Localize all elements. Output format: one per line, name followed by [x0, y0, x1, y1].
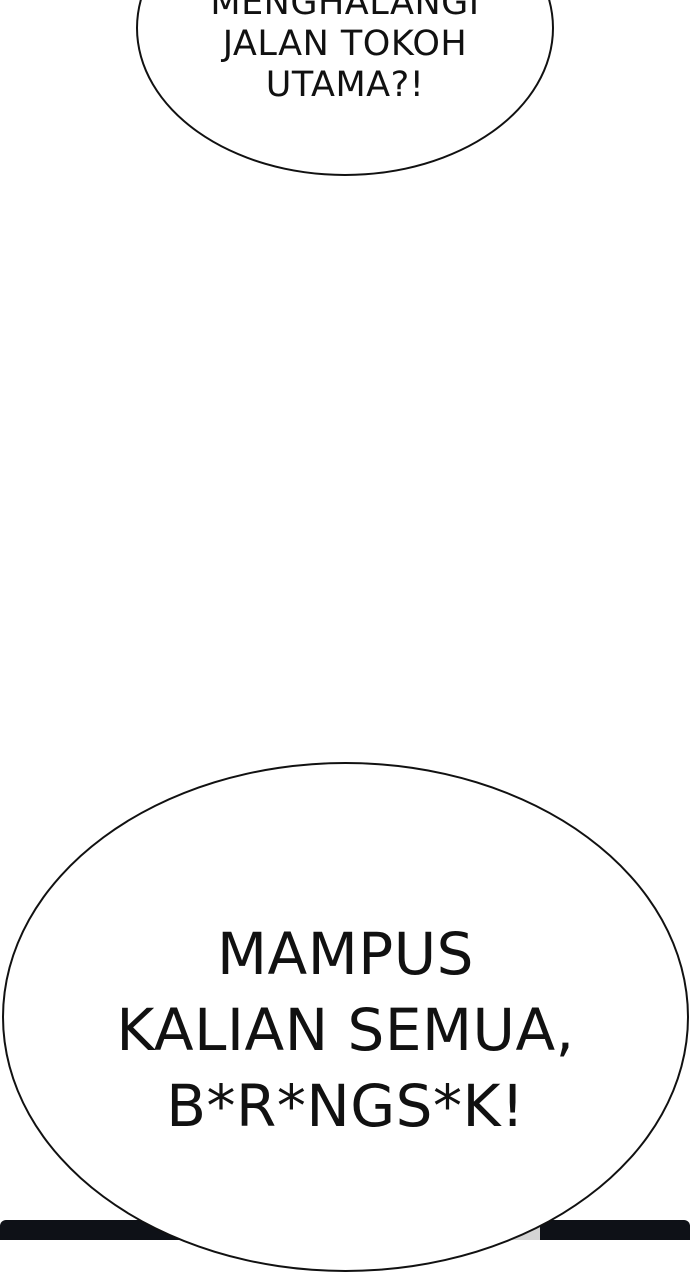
speech-line: KALIAN SEMUA,	[116, 996, 575, 1064]
speech-line: JALAN TOKOH	[222, 24, 468, 64]
speech-bubble-top: MENGHALANGI JALAN TOKOH UTAMA?!	[136, 0, 554, 176]
speech-line: UTAMA?!	[265, 65, 425, 105]
speech-line: B*R*NGS*K!	[166, 1072, 525, 1140]
speech-line: MAMPUS	[216, 920, 474, 988]
speech-bubble-bottom: MAMPUS KALIAN SEMUA, B*R*NGS*K!	[2, 762, 689, 1272]
speech-line: MENGHALANGI	[210, 0, 480, 23]
